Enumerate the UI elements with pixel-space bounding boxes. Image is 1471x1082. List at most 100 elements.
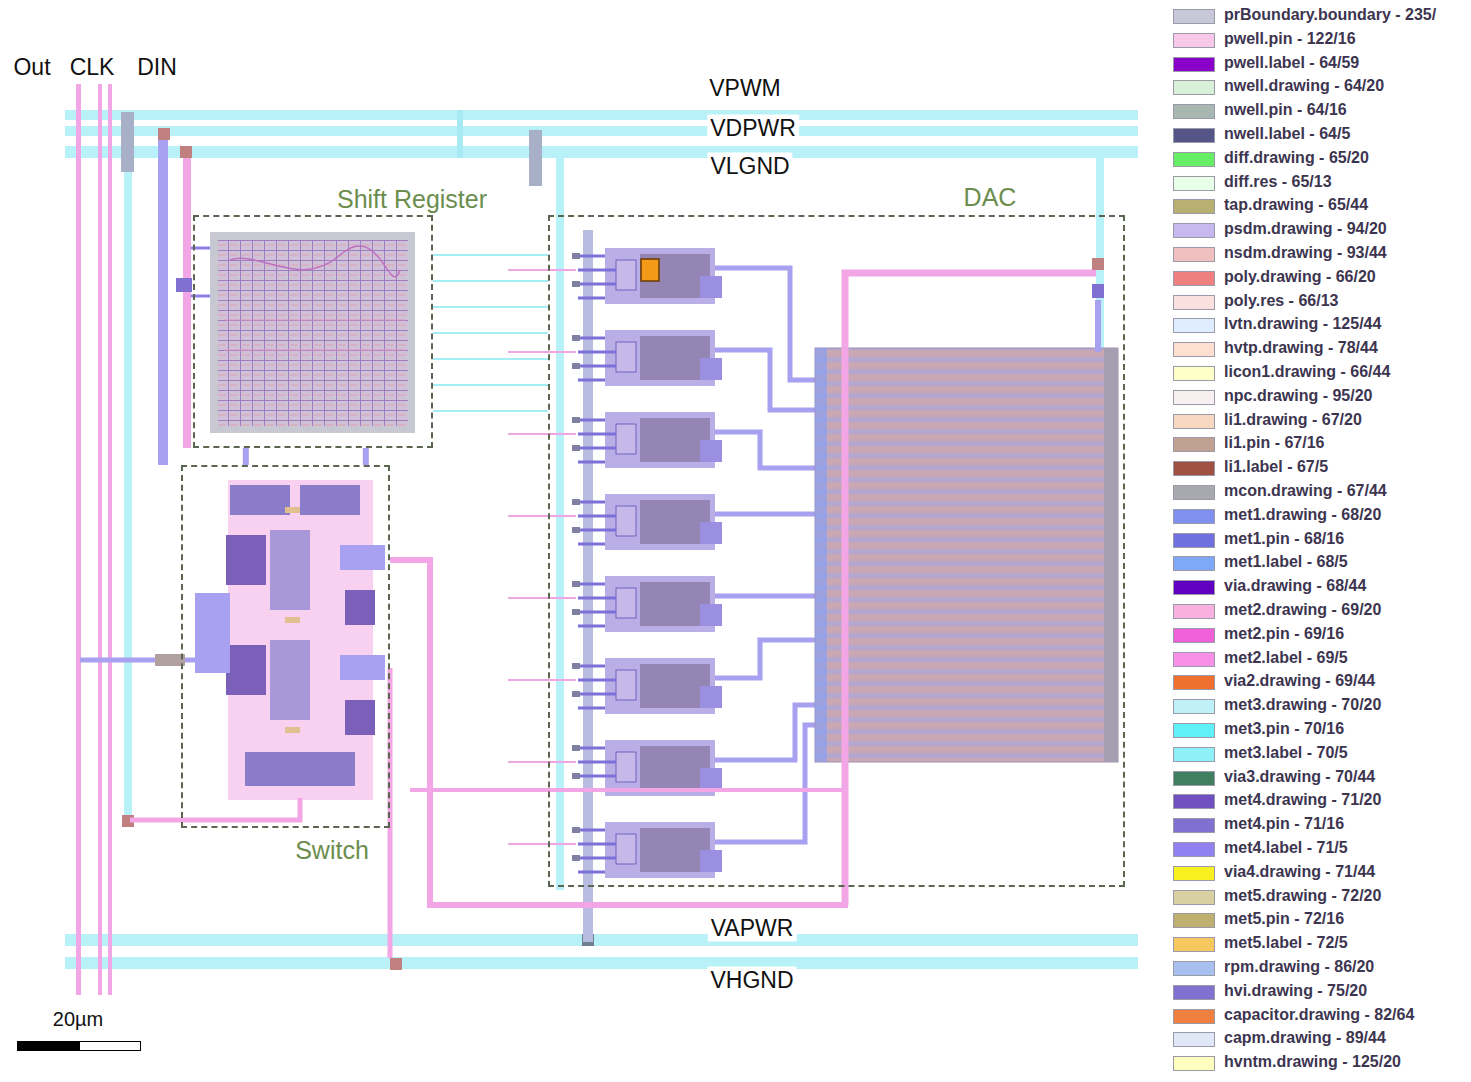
legend-text: li1.drawing - 67/20 bbox=[1224, 411, 1362, 429]
legend-text: met4.drawing - 71/20 bbox=[1224, 791, 1381, 809]
legend-text: licon1.drawing - 66/44 bbox=[1224, 363, 1390, 381]
legend-text: met3.drawing - 70/20 bbox=[1224, 696, 1381, 714]
legend-text: capacitor.drawing - 82/64 bbox=[1224, 1006, 1414, 1024]
legend-swatch bbox=[1173, 890, 1215, 905]
legend-text: poly.res - 66/13 bbox=[1224, 292, 1338, 310]
legend-swatch bbox=[1173, 842, 1215, 857]
legend-swatch bbox=[1173, 556, 1215, 571]
legend-text: via4.drawing - 71/44 bbox=[1224, 863, 1375, 881]
legend-swatch bbox=[1173, 437, 1215, 452]
scale-bar bbox=[79, 1041, 141, 1051]
legend-swatch bbox=[1173, 580, 1215, 595]
legend-text: met1.pin - 68/16 bbox=[1224, 530, 1344, 548]
signal-name: VDPWR bbox=[707, 115, 799, 142]
legend-text: hvntm.drawing - 125/20 bbox=[1224, 1053, 1401, 1071]
block-region: Shift Register bbox=[193, 215, 433, 448]
legend-swatch bbox=[1173, 80, 1215, 95]
legend-text: mcon.drawing - 67/44 bbox=[1224, 482, 1387, 500]
legend-text: via3.drawing - 70/44 bbox=[1224, 768, 1375, 786]
block-heading: Shift Register bbox=[337, 185, 487, 214]
scale-label: 20µm bbox=[50, 1008, 106, 1031]
legend-text: met2.label - 69/5 bbox=[1224, 649, 1348, 667]
legend-swatch bbox=[1173, 199, 1215, 214]
legend-text: pwell.pin - 122/16 bbox=[1224, 30, 1356, 48]
legend-text: nwell.pin - 64/16 bbox=[1224, 101, 1347, 119]
legend-swatch bbox=[1173, 509, 1215, 524]
legend-swatch bbox=[1173, 176, 1215, 191]
legend-text: tap.drawing - 65/44 bbox=[1224, 196, 1368, 214]
legend-swatch bbox=[1173, 33, 1215, 48]
legend-text: poly.drawing - 66/20 bbox=[1224, 268, 1376, 286]
wire-connector bbox=[390, 560, 845, 905]
legend-swatch bbox=[1173, 318, 1215, 333]
legend-swatch bbox=[1173, 485, 1215, 500]
signal-name: VPWM bbox=[706, 75, 784, 102]
legend-text: diff.res - 65/13 bbox=[1224, 173, 1332, 191]
legend-text: hvi.drawing - 75/20 bbox=[1224, 982, 1367, 1000]
legend-text: met2.pin - 69/16 bbox=[1224, 625, 1344, 643]
legend-text: met3.label - 70/5 bbox=[1224, 744, 1348, 762]
legend-text: diff.drawing - 65/20 bbox=[1224, 149, 1369, 167]
legend-swatch bbox=[1173, 57, 1215, 72]
legend-text: lvtn.drawing - 125/44 bbox=[1224, 315, 1381, 333]
legend-text: via2.drawing - 69/44 bbox=[1224, 672, 1375, 690]
legend-text: capm.drawing - 89/44 bbox=[1224, 1029, 1386, 1047]
legend-swatch bbox=[1173, 699, 1215, 714]
legend-text: met5.label - 72/5 bbox=[1224, 934, 1348, 952]
legend-swatch bbox=[1173, 9, 1215, 24]
legend-swatch bbox=[1173, 414, 1215, 429]
legend-text: met3.pin - 70/16 bbox=[1224, 720, 1344, 738]
legend-swatch bbox=[1173, 794, 1215, 809]
block-region: DAC bbox=[548, 215, 1125, 887]
legend-text: met4.pin - 71/16 bbox=[1224, 815, 1344, 833]
legend-swatch bbox=[1173, 1056, 1215, 1071]
legend-swatch bbox=[1173, 1009, 1215, 1024]
legend-text: met5.pin - 72/16 bbox=[1224, 910, 1344, 928]
legend-swatch bbox=[1173, 223, 1215, 238]
legend-swatch bbox=[1173, 271, 1215, 286]
legend-swatch bbox=[1173, 937, 1215, 952]
signal-name: VLGND bbox=[707, 153, 792, 180]
legend-swatch bbox=[1173, 913, 1215, 928]
legend-swatch bbox=[1173, 390, 1215, 405]
legend-text: npc.drawing - 95/20 bbox=[1224, 387, 1372, 405]
legend-swatch bbox=[1173, 818, 1215, 833]
legend-text: met1.label - 68/5 bbox=[1224, 553, 1348, 571]
scale-bar bbox=[17, 1041, 79, 1051]
block-heading: Switch bbox=[295, 836, 369, 865]
legend-text: met5.drawing - 72/20 bbox=[1224, 887, 1381, 905]
signal-name: VAPWR bbox=[708, 915, 797, 942]
legend-text: li1.label - 67/5 bbox=[1224, 458, 1328, 476]
legend-swatch bbox=[1173, 985, 1215, 1000]
legend-swatch bbox=[1173, 533, 1215, 548]
signal-name: DIN bbox=[134, 54, 180, 81]
legend-text: nwell.label - 64/5 bbox=[1224, 125, 1350, 143]
legend-swatch bbox=[1173, 366, 1215, 381]
signal-name: VHGND bbox=[707, 967, 796, 994]
legend-text: hvtp.drawing - 78/44 bbox=[1224, 339, 1378, 357]
legend-text: psdm.drawing - 94/20 bbox=[1224, 220, 1387, 238]
legend-swatch bbox=[1173, 652, 1215, 667]
block-region: Switch bbox=[181, 465, 390, 828]
legend-text: pwell.label - 64/59 bbox=[1224, 54, 1359, 72]
legend-text: met1.drawing - 68/20 bbox=[1224, 506, 1381, 524]
wire-connector bbox=[246, 448, 366, 465]
block-heading: DAC bbox=[964, 183, 1017, 212]
legend-text: rpm.drawing - 86/20 bbox=[1224, 958, 1374, 976]
legend-swatch bbox=[1173, 628, 1215, 643]
legend-text: nsdm.drawing - 93/44 bbox=[1224, 244, 1387, 262]
legend-swatch bbox=[1173, 747, 1215, 762]
legend-swatch bbox=[1173, 461, 1215, 476]
legend-swatch bbox=[1173, 723, 1215, 738]
legend-swatch bbox=[1173, 771, 1215, 786]
legend-swatch bbox=[1173, 295, 1215, 310]
legend-swatch bbox=[1173, 961, 1215, 976]
legend-text: li1.pin - 67/16 bbox=[1224, 434, 1324, 452]
wire-connector bbox=[433, 255, 548, 411]
legend-text: met4.label - 71/5 bbox=[1224, 839, 1348, 857]
legend-swatch bbox=[1173, 1032, 1215, 1047]
legend-text: prBoundary.boundary - 235/ bbox=[1224, 6, 1436, 24]
legend-text: nwell.drawing - 64/20 bbox=[1224, 77, 1384, 95]
legend-swatch bbox=[1173, 247, 1215, 262]
legend-swatch bbox=[1173, 128, 1215, 143]
